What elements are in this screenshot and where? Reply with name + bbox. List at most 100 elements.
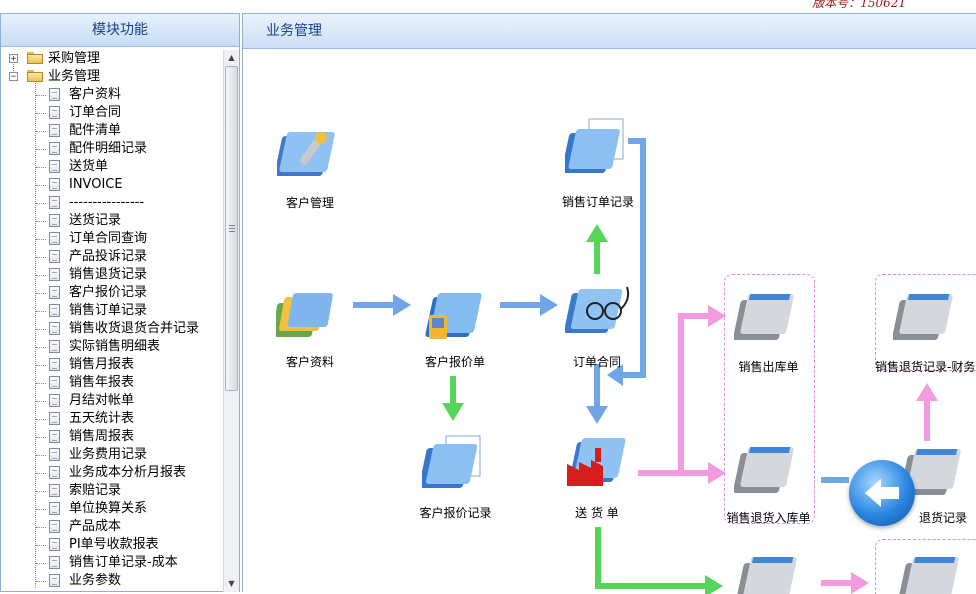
node-label: 销售订单记录 [561, 195, 634, 209]
document-folder-icon [422, 435, 481, 488]
tree-item[interactable]: 送货单 [5, 158, 223, 176]
document-icon [49, 538, 60, 551]
tree-item[interactable]: 订单合同查询 [5, 230, 223, 248]
node-sales-out[interactable]: 销售出库单 [724, 286, 813, 376]
tree-item-label: ---------------- [69, 195, 145, 210]
gray-folder-icon [734, 294, 794, 340]
expand-icon[interactable]: + [9, 54, 18, 64]
tree-item-label: 实际销售明细表 [69, 339, 161, 354]
node-bottom-right[interactable] [893, 549, 976, 594]
tree-connector [36, 491, 46, 492]
tree-connector [36, 455, 46, 456]
document-icon [49, 502, 60, 515]
node-label: 销售退货记录-财务 [875, 360, 976, 374]
back-button[interactable] [849, 460, 915, 526]
tree-item[interactable]: 销售收货退货合并记录 [5, 320, 223, 338]
document-icon [49, 322, 60, 335]
tree-item-label: 销售退货记录 [69, 267, 148, 282]
node-return-in[interactable]: 销售退货入库单 [724, 439, 813, 525]
tree-connector [36, 347, 46, 348]
node-quote[interactable]: 客户报价单 [415, 289, 495, 369]
tree-group-label: 业务管理 [48, 69, 101, 84]
tree-item[interactable]: 业务成本分析月报表 [5, 464, 223, 482]
tree-item-label: 销售收货退货合并记录 [69, 321, 200, 336]
tree-item[interactable]: 销售订单记录-成本 [5, 554, 223, 572]
tree-item[interactable]: 产品投诉记录 [5, 248, 223, 266]
arrow-record-loop [607, 138, 646, 386]
document-icon [49, 142, 60, 155]
collapse-icon[interactable]: − [9, 72, 18, 82]
tree-item[interactable]: 月结对帐单 [5, 392, 223, 410]
tree-item[interactable]: ---------------- [5, 194, 223, 212]
tree-item[interactable]: 销售周报表 [5, 428, 223, 446]
scroll-up-arrow-icon[interactable]: ▲ [228, 53, 235, 62]
gray-folder-icon [734, 447, 794, 493]
tree-item[interactable]: 客户资料 [5, 86, 223, 104]
tree-connector [36, 257, 46, 258]
node-delivery[interactable]: 送 货 单 [557, 434, 637, 520]
node-order-record[interactable]: 销售订单记录 [553, 117, 643, 212]
arrow-bottom-pink [821, 572, 869, 594]
warehouse-group-box [724, 274, 815, 524]
folder-icon [27, 52, 43, 64]
tree-connector [36, 365, 46, 366]
tree-item-label: 销售年报表 [69, 375, 135, 390]
document-icon [49, 124, 60, 137]
tree-item[interactable]: 销售月报表 [5, 356, 223, 374]
scroll-thumb[interactable] [225, 66, 238, 391]
tree-item[interactable]: 业务费用记录 [5, 446, 223, 464]
node-customer-data[interactable]: 客户资料 [270, 289, 350, 369]
tree-item[interactable]: 销售订单记录 [5, 302, 223, 320]
version-label: 版本号：150621 [812, 0, 906, 10]
document-icon [49, 268, 60, 281]
tree-item[interactable]: 单位换算关系 [5, 500, 223, 518]
tree-item-label: 订单合同查询 [69, 231, 148, 246]
node-quote-record[interactable]: 客户报价记录 [408, 434, 503, 520]
tree-item[interactable]: 业务参数 [5, 572, 223, 590]
tree-connector [36, 113, 46, 114]
tree-item[interactable]: INVOICE [5, 176, 223, 194]
tree-scrollbar[interactable]: ▲ ▼ [223, 50, 239, 592]
document-icon [49, 412, 60, 425]
module-panel-title: 模块功能 [1, 14, 239, 47]
tree-connector [36, 401, 46, 402]
tree-connector [36, 419, 46, 420]
arrow-contract-to-record [586, 224, 608, 274]
tree-item[interactable]: 索赔记录 [5, 482, 223, 500]
tree-item[interactable]: 订单合同 [5, 104, 223, 122]
tree-item[interactable]: 客户报价记录 [5, 284, 223, 302]
arrow-up-to-finance [916, 383, 938, 441]
tree-item-label: PI单号收款报表 [69, 537, 159, 552]
tree-item[interactable]: 配件清单 [5, 122, 223, 140]
tree-group-business[interactable]: − 业务管理 [5, 68, 223, 86]
tree-item-label: 送货单 [69, 159, 109, 174]
tree-item-label: 客户报价记录 [69, 285, 148, 300]
tree-item[interactable]: 销售退货记录 [5, 266, 223, 284]
node-return-record-finance[interactable]: 销售退货记录-财务 [875, 286, 976, 376]
gray-folder-icon [893, 294, 953, 340]
tree-connector [36, 185, 46, 186]
node-bottom-left[interactable] [729, 549, 809, 594]
document-icon [49, 250, 60, 263]
tree-connector [36, 293, 46, 294]
node-label: 销售退货入库单 [726, 511, 811, 525]
document-icon [49, 106, 60, 119]
tree-item[interactable]: 销售年报表 [5, 374, 223, 392]
scroll-down-arrow-icon[interactable]: ▼ [228, 579, 235, 588]
tree-item[interactable]: 产品成本 [5, 518, 223, 536]
tree-item-label: 销售月报表 [69, 357, 135, 372]
tree-item[interactable]: 五天统计表 [5, 410, 223, 428]
tree-item[interactable]: 实际销售明细表 [5, 338, 223, 356]
node-order-contract[interactable]: 订单合同 [557, 279, 637, 369]
tree-item[interactable]: PI单号收款报表 [5, 536, 223, 554]
node-customer-mgmt[interactable]: 客户管理 [275, 124, 345, 214]
tree-item[interactable]: 配件明细记录 [5, 140, 223, 158]
tree-group-purchase[interactable]: + 采购管理 [5, 50, 223, 68]
open-folder-icon [27, 70, 43, 82]
document-icon [49, 574, 60, 587]
tree-item[interactable]: 送货记录 [5, 212, 223, 230]
main-panel: 业务管理 [242, 13, 976, 594]
tree-item-label: 配件明细记录 [69, 141, 148, 156]
arrow-data-to-quote [353, 294, 411, 316]
document-icon [49, 196, 60, 209]
